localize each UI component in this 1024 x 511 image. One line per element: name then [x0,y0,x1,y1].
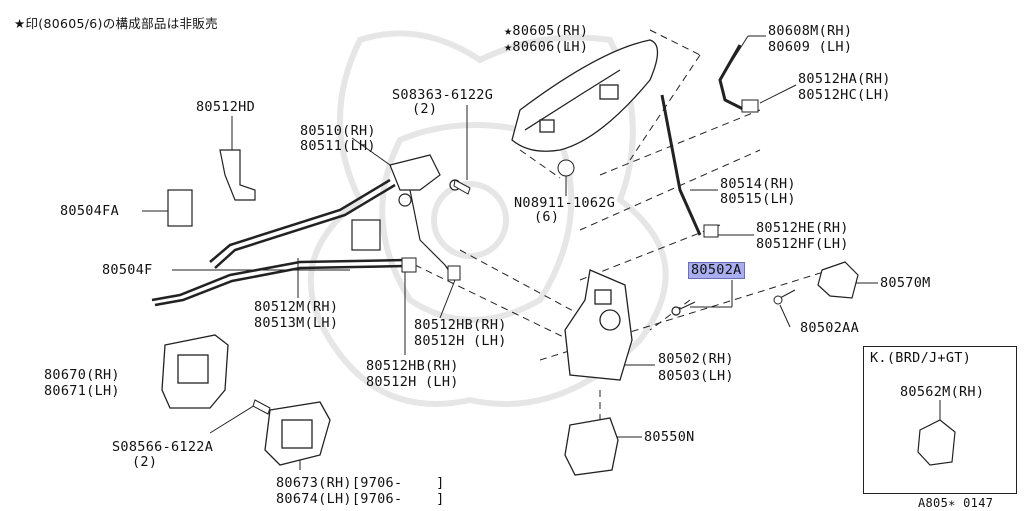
cable-80512m [151,258,406,307]
label-80512hb-lower: 80512HB(RH) [366,358,459,374]
leader-lines [142,35,941,470]
label-80512hc: 80512HC(LH) [798,87,891,103]
label-80515: 80515(LH) [720,191,796,207]
label-80674: 80674(LH)[9706- ] [276,491,445,507]
label-80512ha: 80512HA(RH) [798,71,891,87]
label-80570m: 80570M [880,275,931,291]
label-08566: S08566-6122A [112,439,214,455]
label-80510: 80510(RH) [300,123,376,139]
rod-clip-he [703,224,719,238]
label-80503: 80503(LH) [658,368,734,384]
label-80512hd: 80512HD [196,99,255,115]
label-08911-qty: (6) [534,209,560,225]
outside-handle-part [511,39,659,152]
label-80502: 80502(RH) [658,351,734,367]
actuator-80550n [564,417,619,476]
label-80504fa: 80504FA [60,203,119,219]
rod-clip-ha [741,99,759,113]
striker-80570m [817,261,859,299]
door-latch-80502 [564,269,633,381]
label-08566-qty: (2) [132,454,158,470]
label-08911: N08911-1062G [514,195,616,211]
inset-box: K.(BRD/J+GT) 80562M(RH) [863,346,1017,494]
label-80609: 80609 (LH) [768,39,853,55]
label-80608m: 80608M(RH) [768,23,853,39]
label-80511: 80511(LH) [300,138,376,154]
label-80512hb-upper: 80512HB(RH) [414,317,507,333]
label-80504f: 80504F [102,262,153,278]
screw-80502aa [773,289,796,305]
bracket-80512hd [219,149,256,201]
label-80606: ★80606(LH) [504,39,589,55]
label-80670: 80670(RH) [44,367,120,383]
bolt-08566 [252,399,271,415]
inset-title: K.(BRD/J+GT) [870,350,972,366]
figure-code: A805∗ 0147 [918,496,994,510]
label-80512h-upper: 80512H (LH) [414,333,507,349]
cable-80510 [209,178,396,269]
label-80512m: 80512M(RH) [254,299,339,315]
label-80502a-highlight[interactable]: 80502A [688,262,745,279]
label-80512hf: 80512HF(LH) [756,236,849,252]
label-80502aa: 80502AA [800,320,859,336]
label-08363-qty: (2) [412,101,438,117]
inside-handle-80670 [161,334,229,409]
pad-80504f [351,219,381,251]
label-80512he: 80512HE(RH) [756,220,849,236]
inset-part-80562m [917,419,956,466]
long-rod-80514 [660,94,702,236]
label-80671: 80671(LH) [44,383,120,399]
pad-80504fa [167,189,193,227]
escutcheon-80673 [264,401,331,466]
label-80605: ★80605(RH) [504,23,589,39]
label-80673: 80673(RH)[9706- ] [276,475,445,491]
non-sale-note: ★印(80605/6)の構成部品は非販売 [14,16,218,31]
label-80562m: 80562M(RH) [900,384,985,400]
latch-screw-80502a [671,301,696,316]
label-80512h-lower: 80512H (LH) [366,374,459,390]
label-80513m: 80513M(LH) [254,315,339,331]
clip-80512hb [401,257,461,281]
label-80550n: 80550N [644,429,695,445]
label-08363: S08363-6122G [392,87,494,103]
nut-08911 [557,159,575,177]
label-80514: 80514(RH) [720,176,796,192]
outside-handle-rod [718,44,746,112]
bolt-08363 [453,179,471,195]
